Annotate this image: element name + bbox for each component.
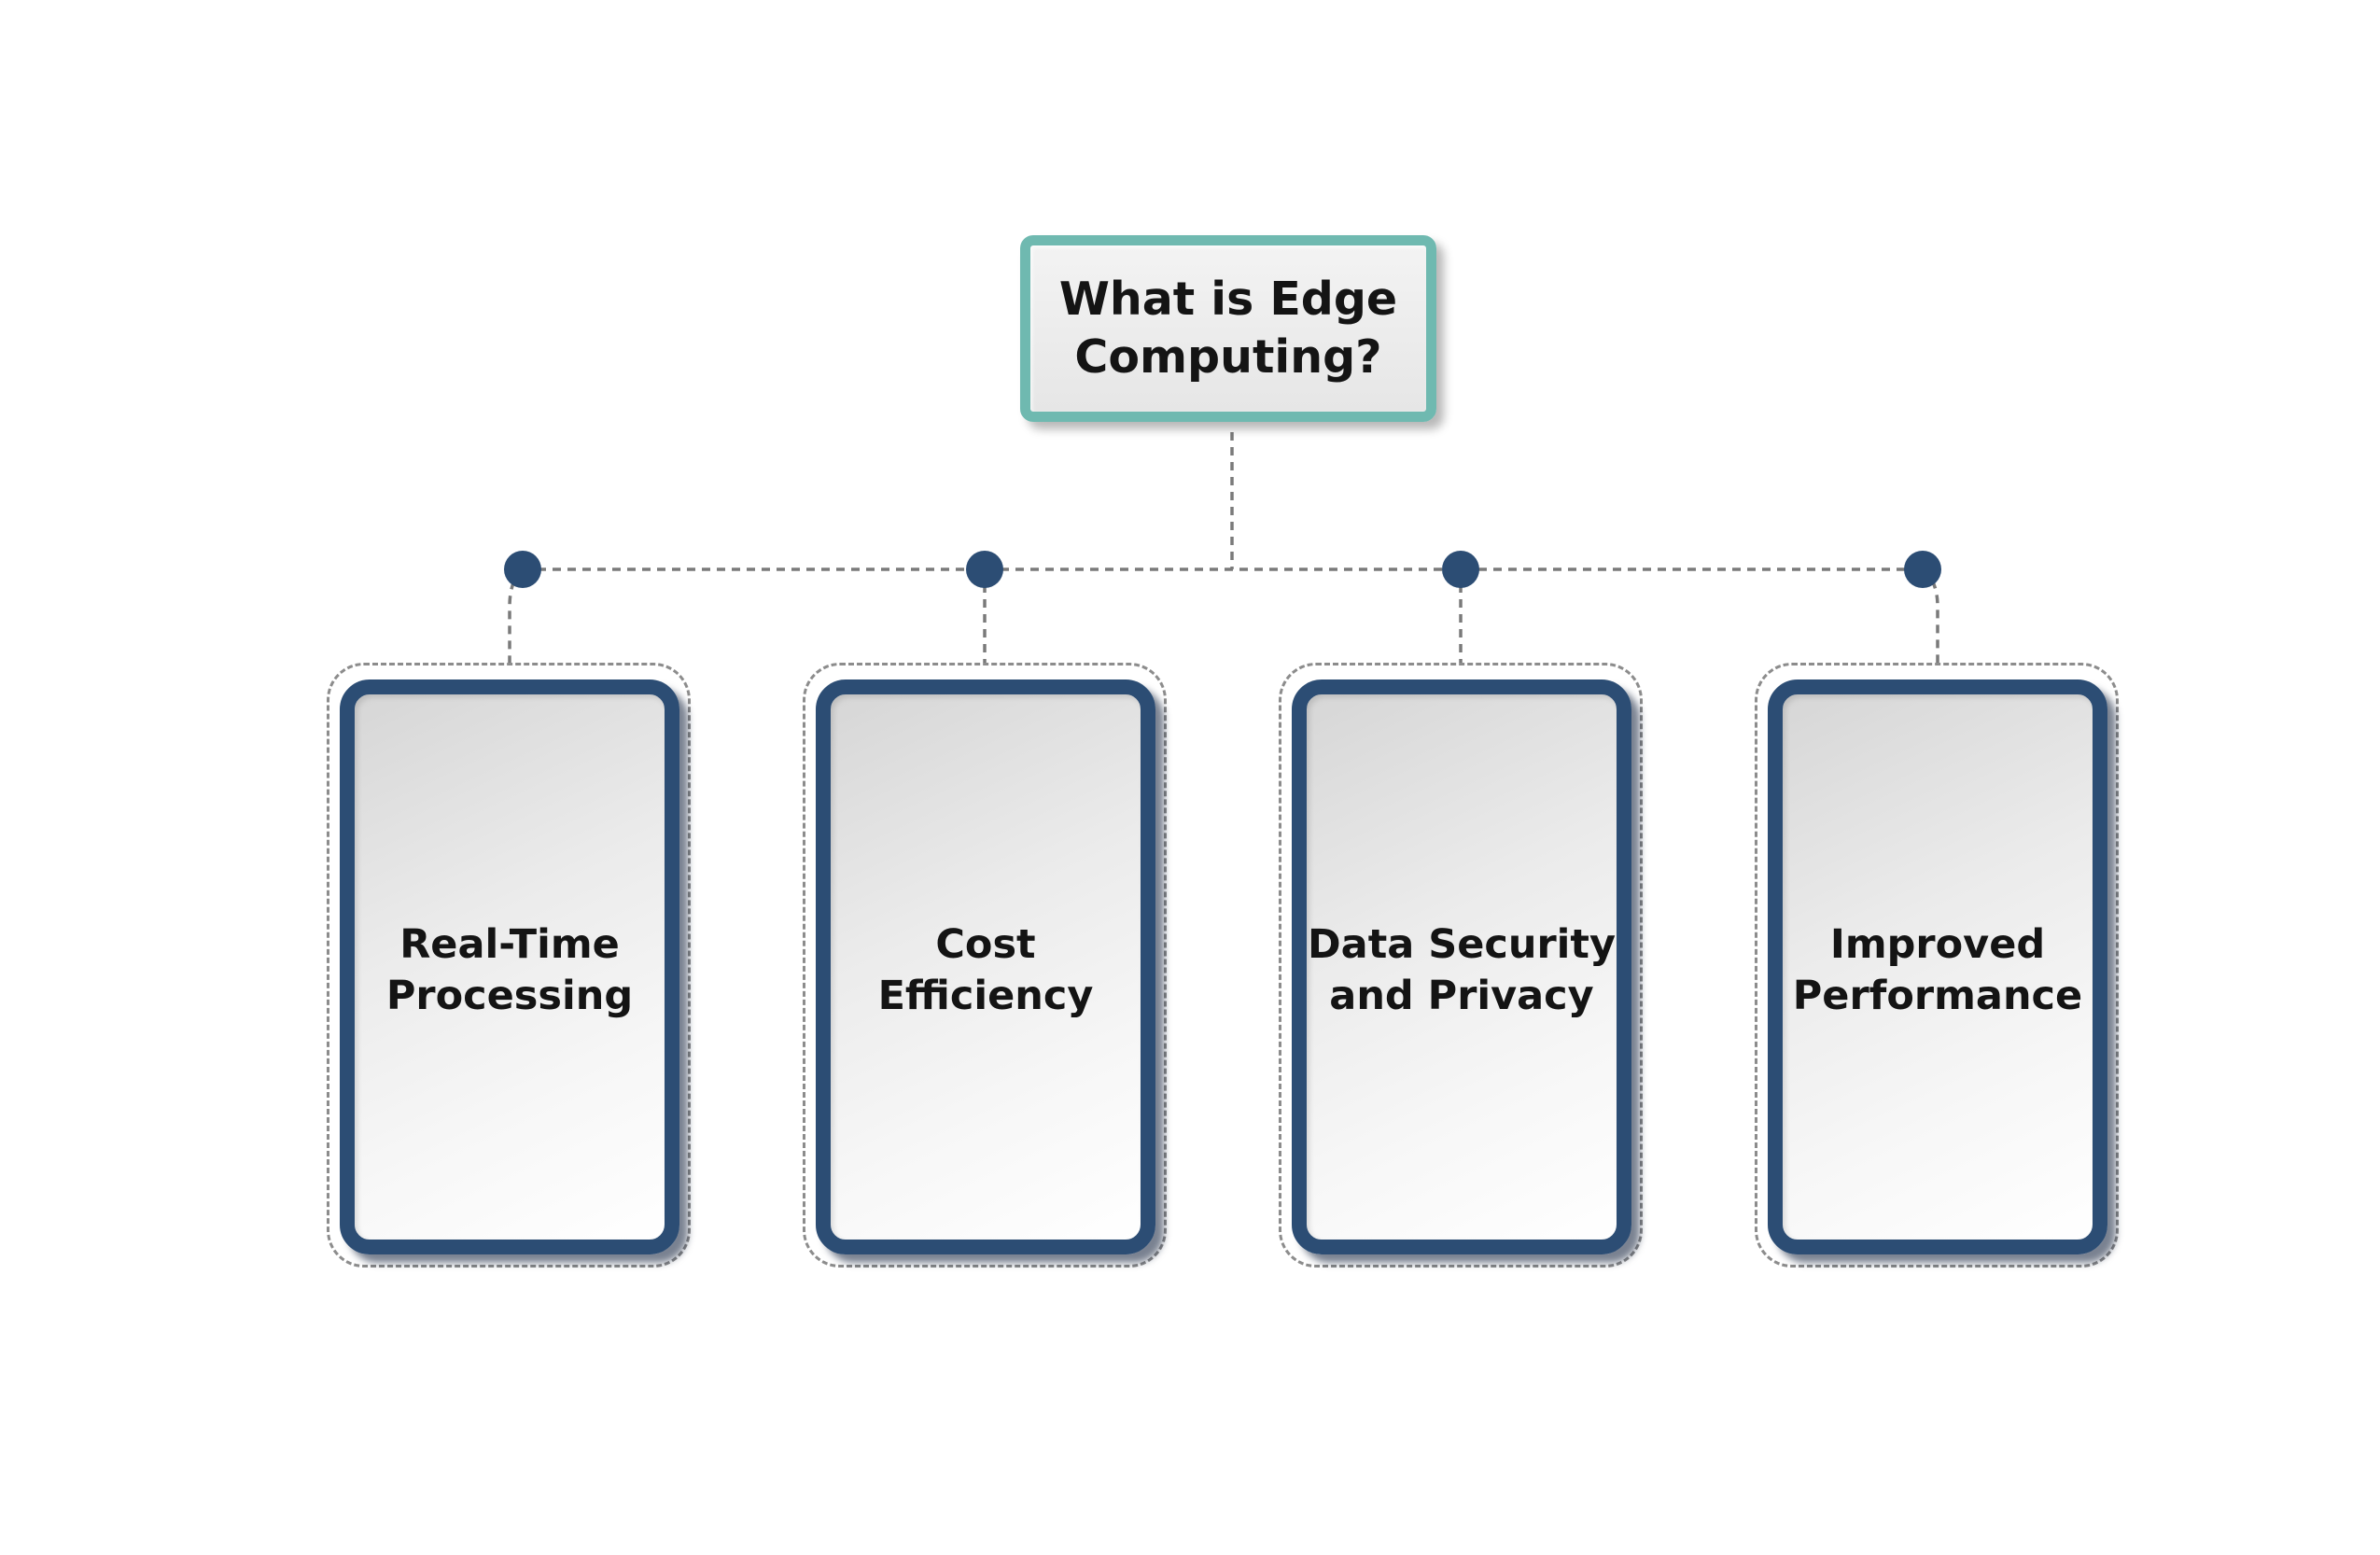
node-dot-1 — [504, 551, 541, 588]
title-box: What is Edge Computing? — [1020, 235, 1436, 422]
node-dot-3 — [1442, 551, 1479, 588]
node-dot-2 — [966, 551, 1003, 588]
card-outline-data-security-privacy — [1279, 663, 1643, 1268]
card-cost-efficiency: Cost Efficiency — [816, 679, 1155, 1254]
card-real-time-processing: Real-Time Processing — [340, 679, 679, 1254]
card-label: Data Security and Privacy — [1307, 921, 1617, 1019]
card-outline-real-time-processing — [327, 663, 691, 1268]
diagram-title: What is Edge Computing? — [1058, 273, 1398, 384]
card-label: Real-Time Processing — [385, 921, 634, 1019]
connector-drop-1 — [508, 567, 525, 663]
card-data-security-privacy: Data Security and Privacy — [1292, 679, 1631, 1254]
card-label: Improved Performance — [1792, 921, 2083, 1019]
card-outline-improved-performance — [1755, 663, 2119, 1268]
connector-drop-4 — [1921, 567, 1939, 663]
card-label: Cost Efficiency — [877, 921, 1094, 1019]
card-outline-cost-efficiency — [803, 663, 1167, 1268]
card-improved-performance: Improved Performance — [1768, 679, 2107, 1254]
node-dot-4 — [1904, 551, 1941, 588]
